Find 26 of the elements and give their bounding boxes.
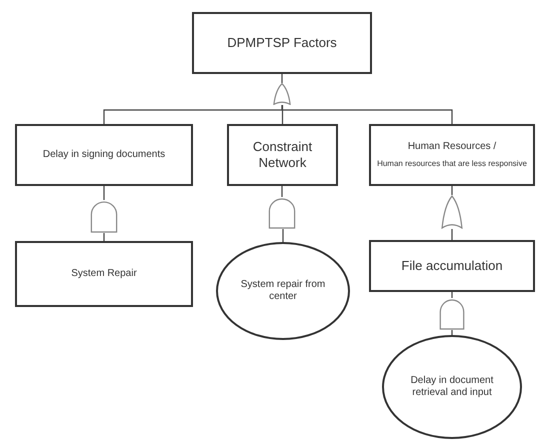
connector-line [282,229,284,242]
event-box [15,124,193,186]
event-label: File accumulation [401,258,503,274]
and-gate [439,298,465,330]
and-gate [268,197,296,229]
connector-line [281,105,453,124]
event-box [15,241,193,307]
connector-line [282,105,284,124]
event-description: Human resources that are less responsive [377,159,527,170]
event-box [227,124,338,186]
event-label: DPMPTSP Factors [227,34,337,52]
event-box [369,240,535,292]
event-label: Human Resources / [408,140,496,154]
connector-line [451,229,453,240]
event-label: Delay in signing documents [42,148,166,162]
event-box [369,124,535,186]
event-label: System Repair [71,268,137,280]
or-gate [273,83,291,105]
or-gate [441,195,463,229]
and-gate [90,200,118,233]
connector-line [103,186,105,200]
event-box [192,12,372,74]
event-label: Constraint Network [252,138,314,172]
event-label: System repair from center [240,278,326,304]
event-label: Delay in document retrieval and input [410,374,494,400]
connector-line [281,186,283,197]
